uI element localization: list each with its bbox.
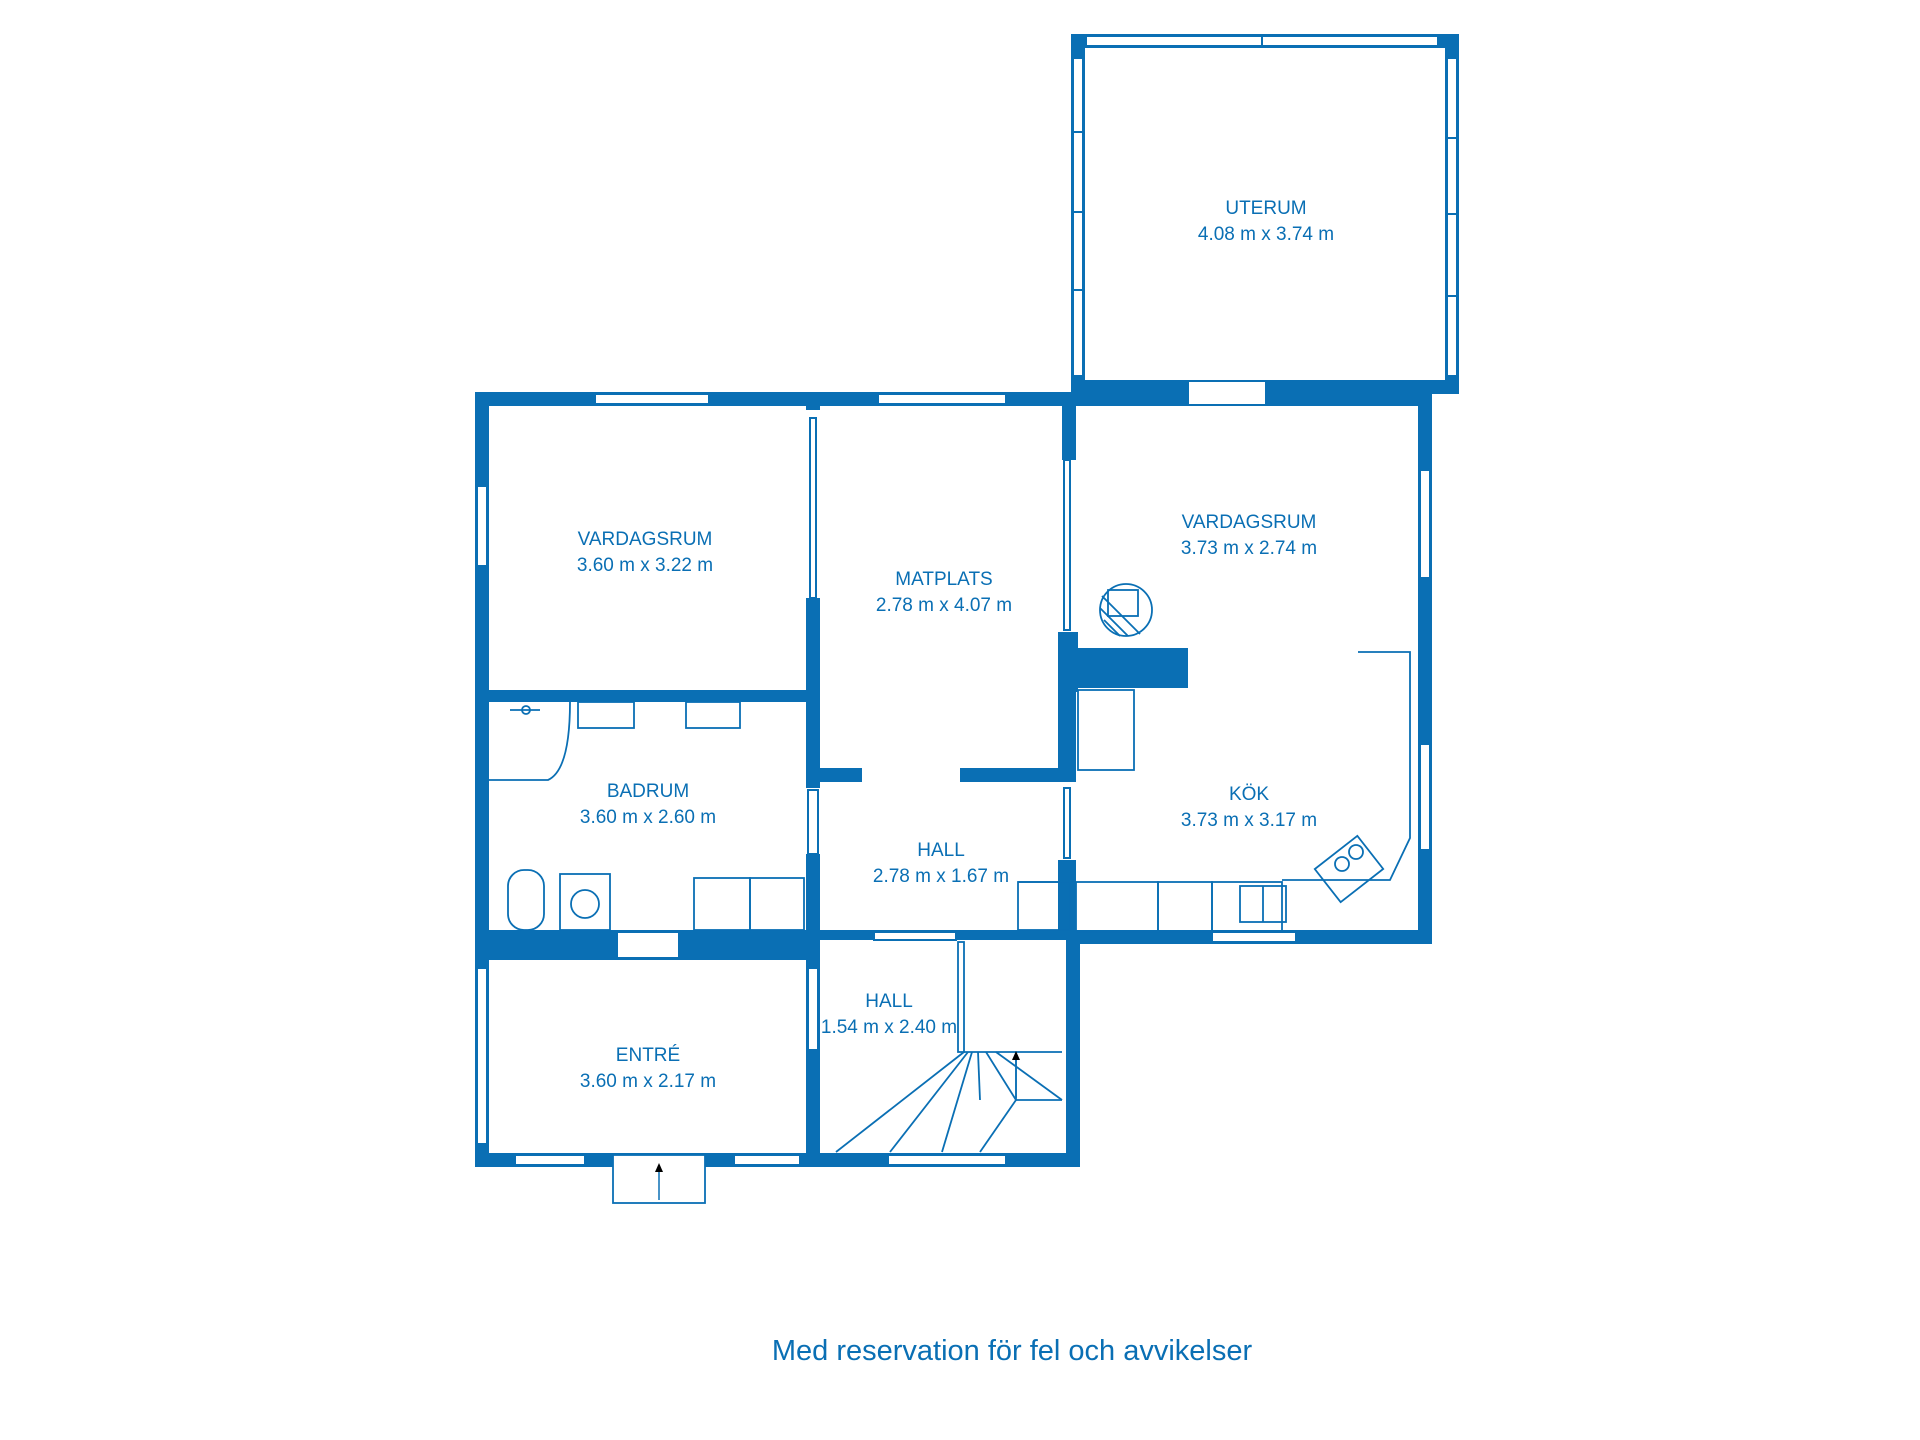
- room-size: 2.78 m x 1.67 m: [873, 866, 1009, 887]
- room-size: 3.60 m x 2.17 m: [580, 1071, 716, 1092]
- room-name: VARDAGSRUM: [1182, 512, 1317, 533]
- windows: [476, 35, 1458, 1166]
- room-size: 3.60 m x 2.60 m: [580, 807, 716, 828]
- room-name: MATPLATS: [895, 569, 992, 590]
- room-size: 3.73 m x 3.17 m: [1181, 810, 1317, 831]
- room-label-kok: KÖK 3.73 m x 3.17 m: [1181, 784, 1317, 831]
- entry-step: [612, 1154, 706, 1204]
- room-name: HALL: [865, 991, 913, 1012]
- room-label-vardagsrum-east: VARDAGSRUM 3.73 m x 2.74 m: [1181, 512, 1317, 559]
- kitchen-fixtures: [1017, 583, 1411, 933]
- room-label-hall-lower: HALL 1.54 m x 2.40 m: [821, 991, 957, 1038]
- room-name: KÖK: [1229, 784, 1269, 805]
- room-label-hall-upper: HALL 2.78 m x 1.67 m: [873, 840, 1009, 887]
- room-name: VARDAGSRUM: [578, 529, 713, 550]
- staircase: [835, 941, 1063, 1153]
- room-name: HALL: [917, 840, 965, 861]
- room-label-uterum: UTERUM 4.08 m x 3.74 m: [1198, 198, 1334, 245]
- room-label-matplats: MATPLATS 2.78 m x 4.07 m: [876, 569, 1012, 616]
- bathroom-fixtures: [489, 701, 805, 931]
- room-name: UTERUM: [1225, 198, 1306, 219]
- room-name: ENTRÉ: [616, 1045, 680, 1066]
- room-name: BADRUM: [607, 781, 689, 802]
- room-label-vardagsrum-west: VARDAGSRUM 3.60 m x 3.22 m: [577, 529, 713, 576]
- room-size: 1.54 m x 2.40 m: [821, 1017, 957, 1038]
- room-size: 4.08 m x 3.74 m: [1198, 224, 1334, 245]
- disclaimer-text: Med reservation för fel och avvikelser: [772, 1335, 1253, 1367]
- room-size: 2.78 m x 4.07 m: [876, 595, 1012, 616]
- room-size: 3.60 m x 3.22 m: [577, 555, 713, 576]
- room-label-badrum: BADRUM 3.60 m x 2.60 m: [580, 781, 716, 828]
- room-label-entre: ENTRÉ 3.60 m x 2.17 m: [580, 1045, 716, 1092]
- room-size: 3.73 m x 2.74 m: [1181, 538, 1317, 559]
